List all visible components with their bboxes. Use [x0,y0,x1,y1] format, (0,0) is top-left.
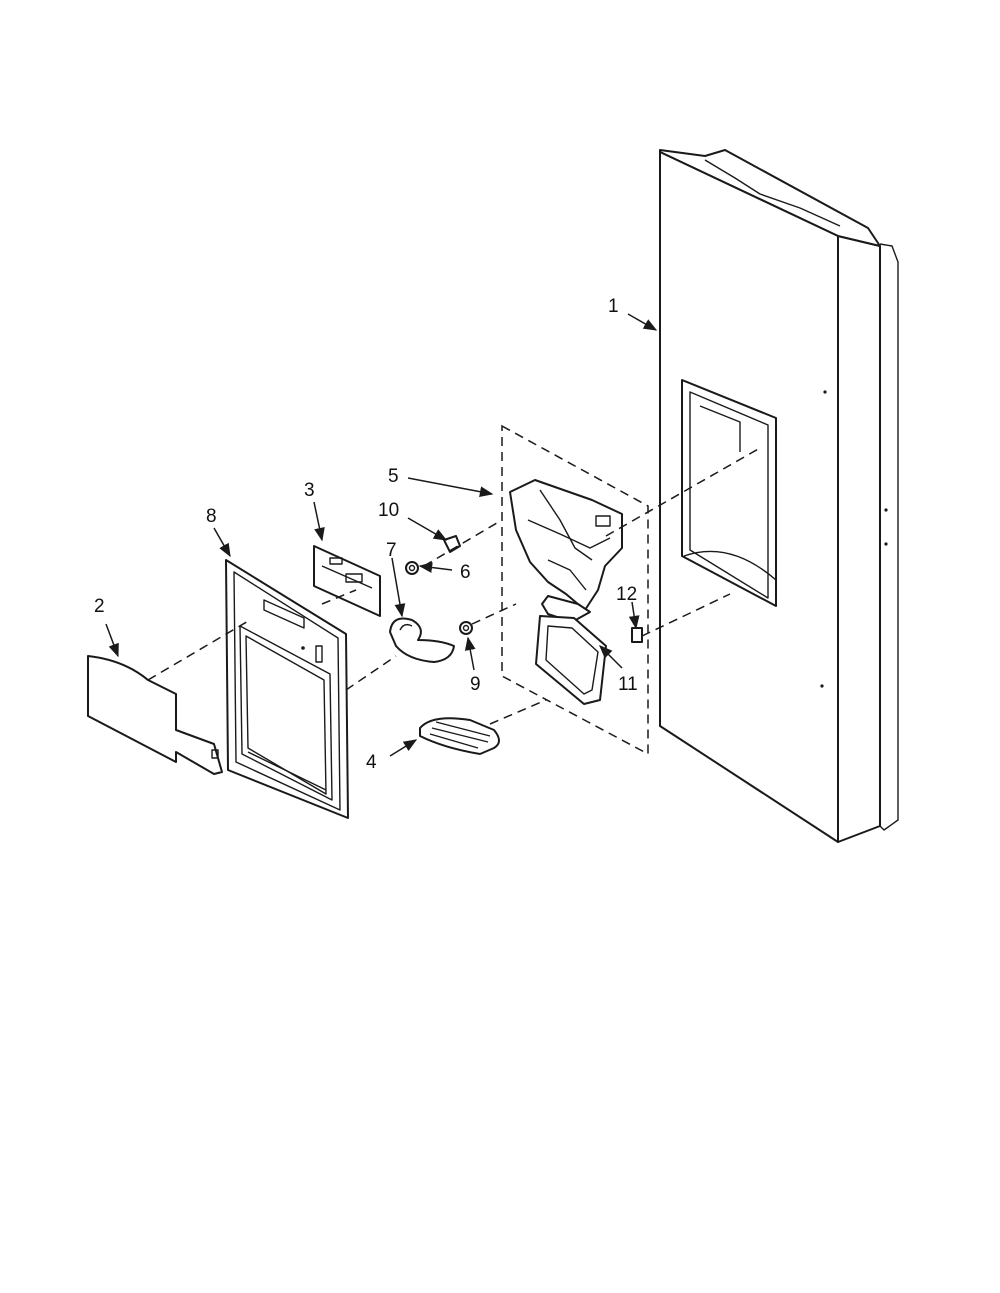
dispenser-assembly-boundary [501,424,649,756]
part-11-actuator-paddle [535,595,607,705]
callout-3: 3 [304,480,315,501]
part-10-bracket [443,535,461,553]
callout-4: 4 [366,752,377,773]
part-9-fastener [459,621,473,635]
part-3-control-board [313,545,381,617]
part-6-fastener [405,561,419,575]
part-4-drip-tray [419,717,500,755]
callout-11: 11 [618,674,638,695]
callout-12: 12 [616,584,637,605]
part-5-dispenser-module [509,479,623,611]
callout-1: 1 [608,296,619,317]
part-1-door-panel [659,149,899,843]
callout-8: 8 [206,506,217,527]
callout-7: 7 [386,540,397,561]
part-2-cover-panel [87,655,223,775]
part-7-lever [389,617,455,663]
callout-10: 10 [378,500,399,521]
callout-leaders [105,313,658,757]
callout-6: 6 [460,562,471,583]
part-8-front-trim [225,559,349,819]
callout-5: 5 [388,466,399,487]
callout-9: 9 [470,674,481,695]
assembly-lines [147,447,761,725]
part-12-clip [631,627,643,643]
callout-2: 2 [94,596,105,617]
